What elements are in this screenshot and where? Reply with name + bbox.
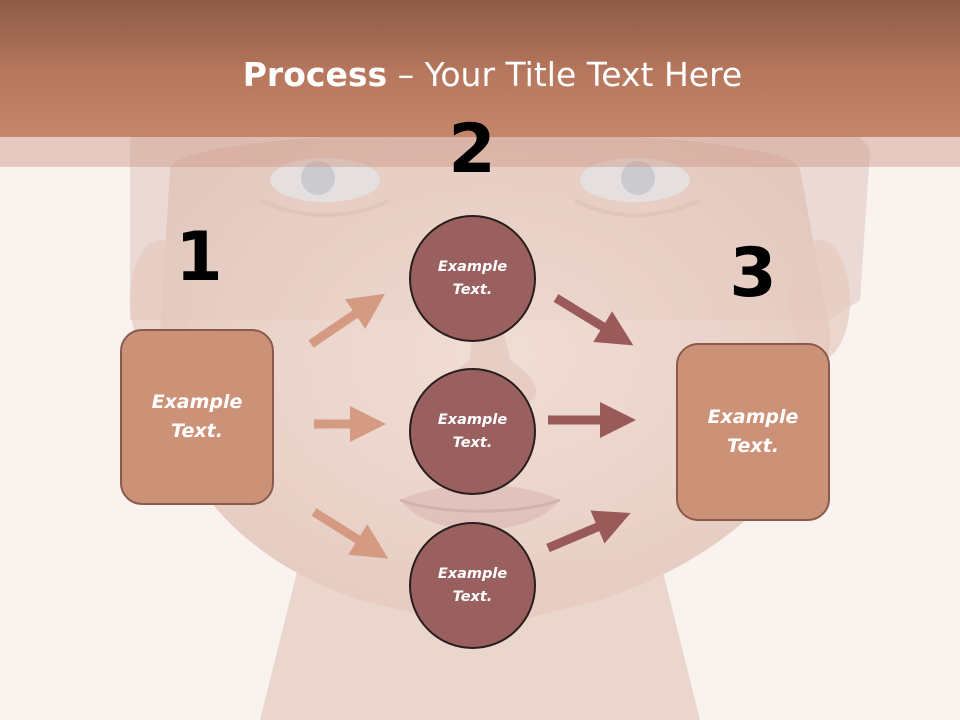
right-box-text: Example Text. — [708, 403, 799, 461]
circle-top-text: Example Text. — [438, 256, 507, 302]
step-number-3: 3 — [729, 234, 777, 313]
circle-middle: Example Text. — [409, 368, 536, 495]
arrow-left-to-top — [308, 293, 385, 348]
right-box-line-2: Text. — [727, 435, 779, 457]
title-rest-part: – Your Title Text Here — [387, 55, 743, 94]
circle-middle-line-1: Example — [437, 411, 508, 428]
left-box-text: Example Text. — [152, 388, 243, 446]
circle-middle-line-2: Text. — [452, 434, 493, 451]
left-box-line-1: Example — [151, 391, 243, 413]
arrow-bottom-to-right — [546, 510, 631, 553]
left-box-line-2: Text. — [171, 420, 223, 442]
circle-top-line-1: Example — [437, 258, 508, 275]
circle-bottom-line-2: Text. — [452, 588, 493, 605]
circle-top: Example Text. — [409, 215, 536, 342]
slide-title: Process – Your Title Text Here — [0, 54, 960, 96]
step-number-1: 1 — [175, 218, 223, 297]
circle-bottom: Example Text. — [409, 522, 536, 649]
right-box-line-1: Example — [707, 406, 799, 428]
circle-top-line-2: Text. — [452, 281, 493, 298]
circle-bottom-line-1: Example — [437, 565, 508, 582]
arrow-left-to-bottom — [311, 508, 389, 559]
header-band — [0, 0, 960, 137]
title-bold-part: Process — [242, 55, 388, 94]
right-text-box: Example Text. — [676, 343, 830, 521]
circle-middle-text: Example Text. — [438, 409, 507, 455]
step-number-2: 2 — [448, 110, 496, 189]
circle-bottom-text: Example Text. — [438, 563, 507, 609]
header-accent-strip — [0, 137, 960, 167]
left-text-box: Example Text. — [120, 329, 274, 505]
arrow-top-to-right — [553, 294, 634, 346]
